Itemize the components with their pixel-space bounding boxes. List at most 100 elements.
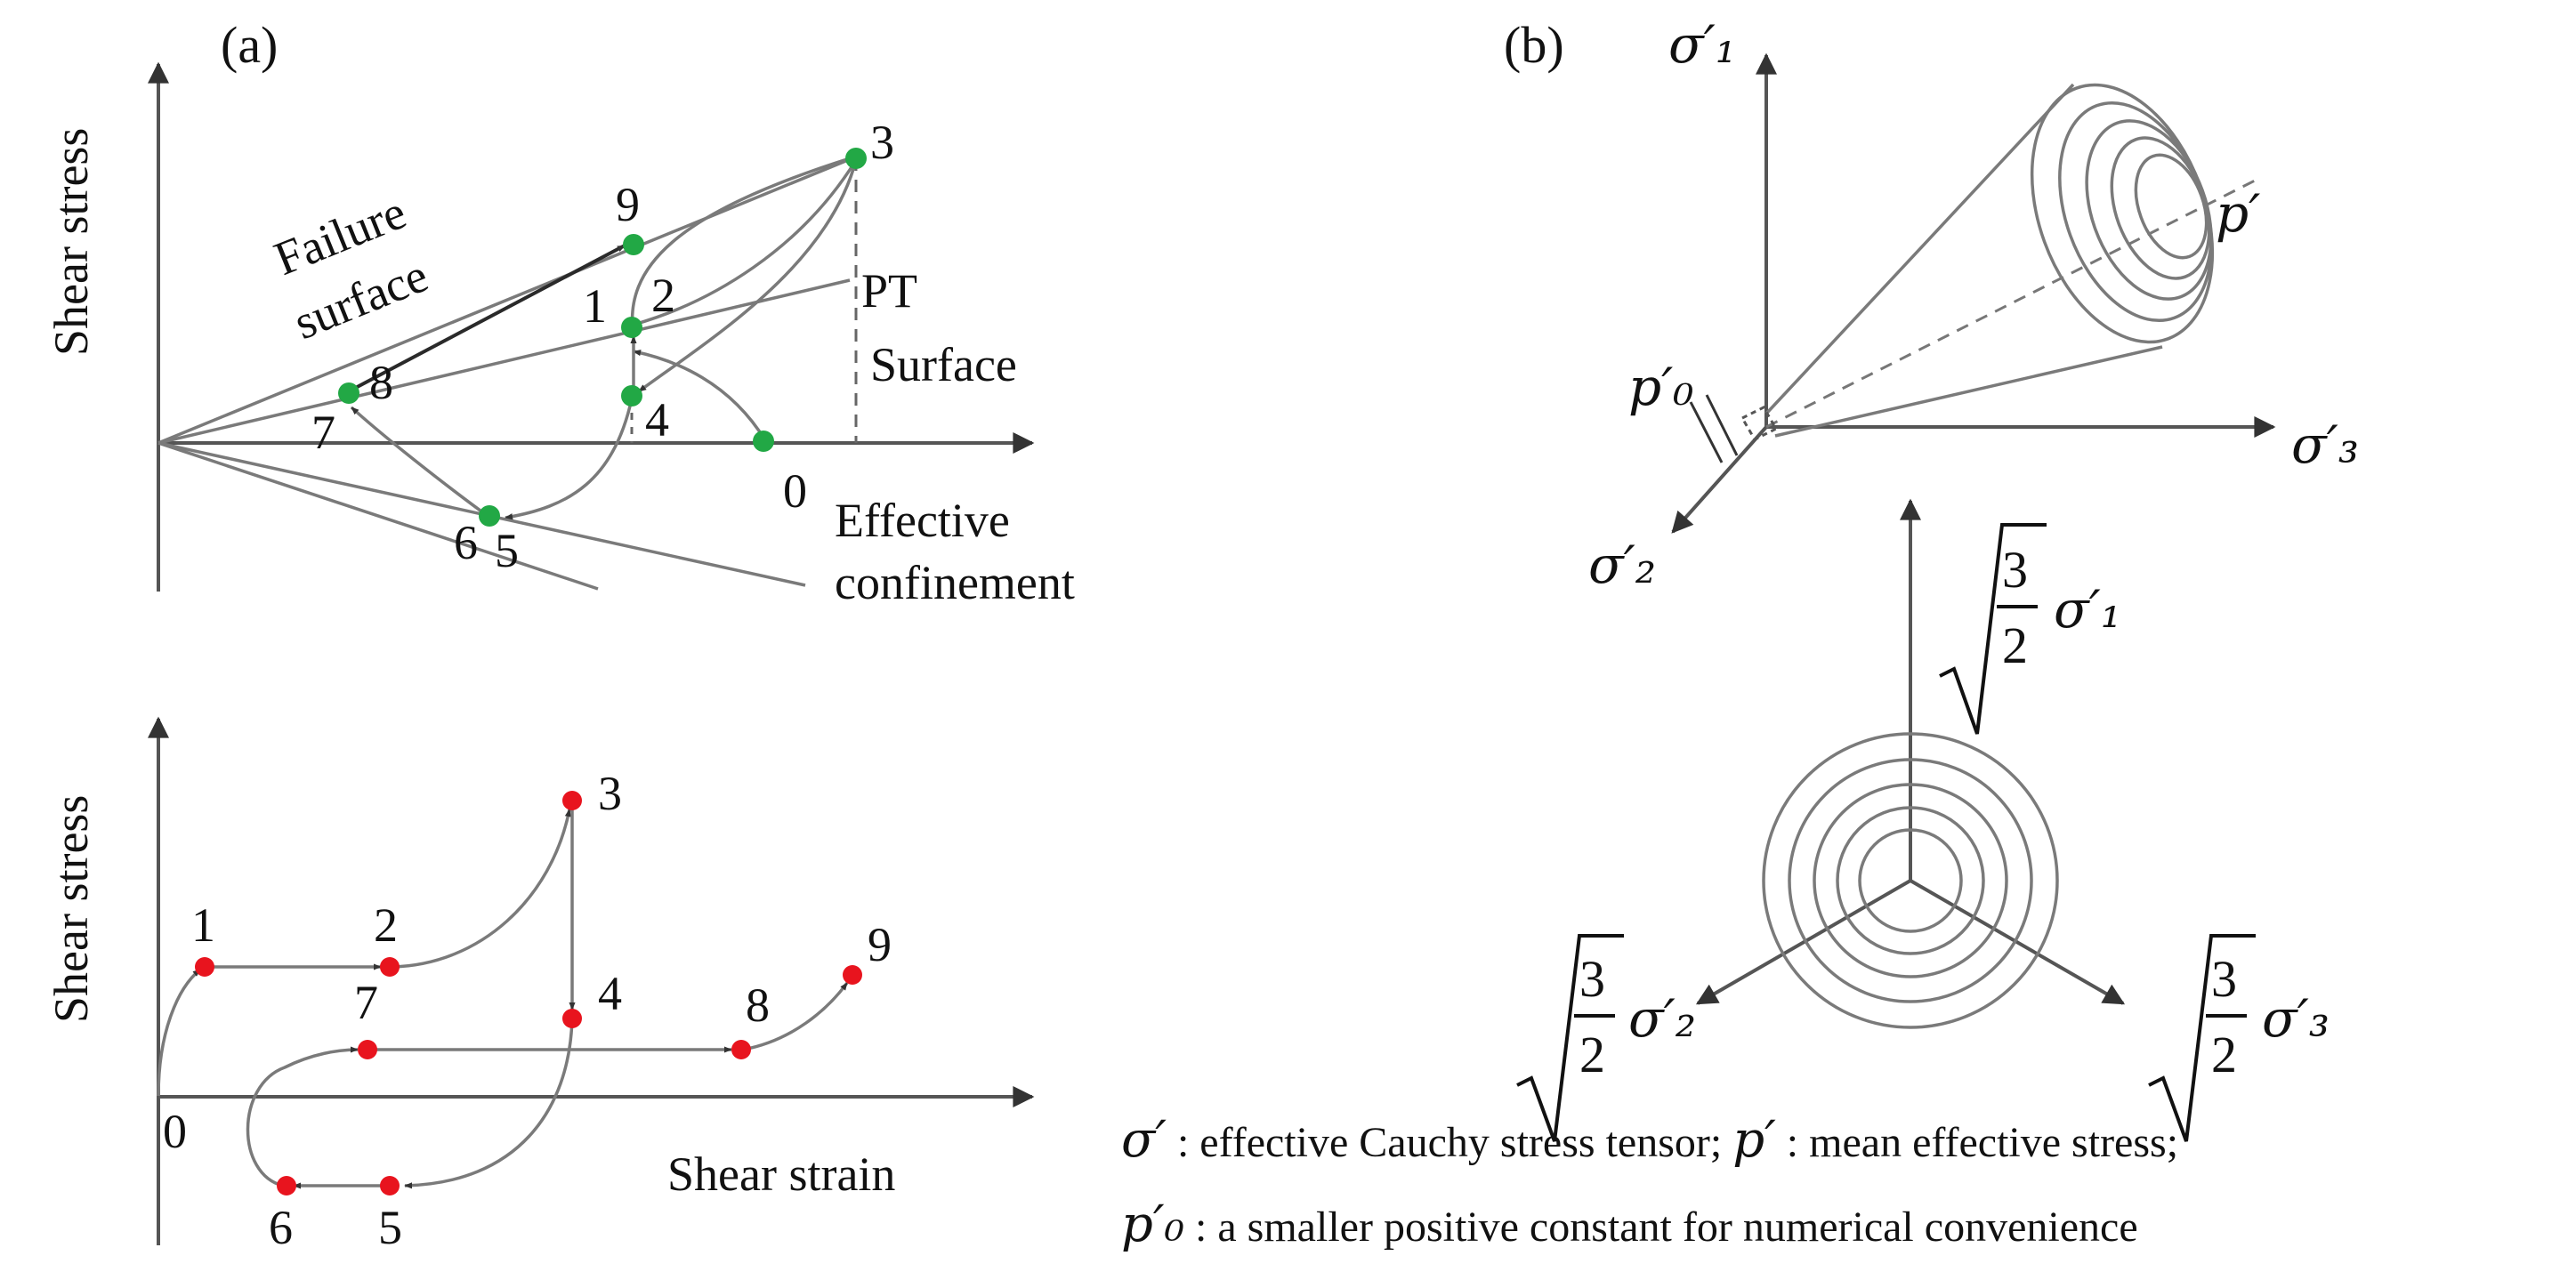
legend: σ′ : effective Cauchy stress tensor; p′ … (1121, 1111, 2178, 1253)
sqrt-sign-1 (1939, 523, 2047, 735)
stress-path-label-0: 0 (783, 464, 807, 518)
stress-path-label-3: 3 (870, 116, 894, 169)
stress-path-label-5: 5 (495, 524, 519, 577)
ss-label-6: 6 (269, 1201, 293, 1254)
pt-surface-label: Surface (870, 338, 1017, 391)
principal-stress-space: (b) σ′₁ σ′₃ σ′₂ p′ p′₀ (1504, 14, 2359, 595)
ss-label-7: 7 (354, 976, 378, 1029)
stress-path-points (338, 148, 867, 527)
dev-sigma2-symbol: σ′₂ (1628, 988, 1696, 1049)
ss-point-8 (731, 1040, 751, 1059)
dev-circle-4 (1836, 806, 1985, 955)
sqrt-sign-3 (2148, 934, 2256, 1142)
dev-sigma3-axis (1909, 879, 2126, 1005)
deviatoric-plane: 3 2 σ′₁ 3 2 σ′₂ 3 2 σ′₃ (1516, 498, 2330, 1142)
legend-sigma-symbol: σ′ (1121, 1111, 1167, 1169)
point-3 (845, 148, 867, 169)
legend-line-2: p′₀ : a smaller positive constant for nu… (1121, 1195, 2138, 1253)
stress-path-label-8: 8 (369, 356, 393, 409)
ss-point-9 (843, 965, 862, 985)
dev-circle-2 (1788, 758, 2033, 1003)
path-4-5 (505, 398, 634, 520)
apex-box (1740, 406, 1779, 441)
ss-path-4-5 (404, 1018, 574, 1189)
dev-sigma2-label: 3 2 σ′₂ (1516, 934, 1696, 1142)
path-2-3-left (630, 157, 851, 337)
cone-section-5 (2134, 153, 2209, 260)
sigma3-axis-label: σ′₃ (2291, 415, 2359, 475)
dev-sigma2-axis (1695, 879, 1912, 1005)
stress-path-label-7: 7 (311, 406, 335, 459)
ss-path-6-7 (246, 1046, 359, 1187)
point-9 (623, 234, 644, 255)
point-2 (621, 317, 642, 338)
legend-p-text: : mean effective stress; (1787, 1119, 2178, 1166)
ss-label-1: 1 (191, 898, 215, 952)
panel-b-label: (b) (1504, 16, 1564, 74)
ss-path-0-1 (157, 968, 202, 1097)
dev-sigma1-symbol: σ′₁ (2054, 579, 2121, 640)
dev-sigma1-num: 3 (2002, 541, 2028, 599)
ss-label-9: 9 (868, 918, 892, 971)
ss-point-3 (562, 791, 582, 810)
stress-path-label-1: 1 (583, 279, 607, 333)
dev-circle-5 (1858, 828, 1963, 933)
dev-sigma3-symbol: σ′₃ (2262, 988, 2330, 1049)
failure-surface-upper (157, 154, 860, 445)
effective-label: Effective (835, 494, 1010, 547)
sigma1-axis-label: σ′₁ (1668, 14, 1736, 75)
path-6-7 (350, 406, 489, 518)
point-0 (753, 431, 774, 452)
stress-strain-x-label: Shear strain (667, 1147, 895, 1201)
dev-circle-3 (1813, 783, 2008, 978)
stress-strain-y-label: Shear stress (44, 795, 98, 1023)
ss-point-6 (277, 1176, 296, 1195)
stress-strain-points (195, 791, 862, 1195)
stress-path-label-6: 6 (454, 516, 478, 569)
legend-p0-text: : a smaller positive constant for numeri… (1195, 1203, 2138, 1251)
sigma2-axis (1671, 425, 1768, 534)
hydrostatic-axis (1765, 176, 2261, 429)
stress-path-plot: (a) Shear stress Effective confinement F… (44, 16, 1075, 609)
dev-sigma1-label: 3 2 σ′₁ (1939, 523, 2121, 735)
stress-path-label-9: 9 (616, 178, 640, 231)
p0-bracket-inner (1705, 394, 1739, 456)
ss-label-0: 0 (163, 1105, 187, 1158)
point-8 (338, 382, 359, 404)
stress-path-label-4: 4 (645, 393, 669, 447)
ss-label-4: 4 (598, 967, 622, 1020)
cone-edge-top (1764, 83, 2075, 415)
cone-sections (2030, 83, 2215, 344)
ss-label-8: 8 (746, 978, 770, 1032)
ss-point-2 (380, 957, 400, 977)
dev-circles (1762, 732, 2059, 1029)
stress-path-label-2: 2 (651, 269, 675, 322)
sigma2-axis-label: σ′₂ (1588, 535, 1656, 595)
legend-line-1: σ′ : effective Cauchy stress tensor; p′ … (1121, 1111, 2178, 1169)
legend-sigma-text: : effective Cauchy stress tensor; (1177, 1119, 1732, 1166)
dev-sigma2-num: 3 (1579, 950, 1605, 1008)
ss-label-2: 2 (374, 898, 398, 952)
p0-bracket-outer (1689, 401, 1724, 463)
failure-surface-lower (157, 441, 599, 591)
ss-label-3: 3 (598, 767, 622, 820)
cone-section-4 (2110, 136, 2211, 280)
panel-a-label: (a) (221, 16, 278, 74)
stress-strain-plot: Shear stress Shear strain 0 1 2 3 4 5 6 … (44, 716, 1035, 1254)
stress-path-y-label: Shear stress (44, 128, 98, 356)
confinement-label: confinement (835, 556, 1075, 609)
dev-circle-1 (1762, 732, 2059, 1029)
ss-point-5 (380, 1176, 400, 1195)
dev-sigma3-den: 2 (2211, 1026, 2237, 1083)
ss-point-4 (562, 1009, 582, 1028)
sqrt-sign-2 (1516, 934, 1624, 1142)
ss-path-8-9 (742, 981, 849, 1051)
legend-p0-symbol: p′₀ (1121, 1195, 1184, 1253)
pt-surface-upper (157, 278, 851, 445)
p-axis-label: p′ (2216, 183, 2260, 244)
p0-label: p′₀ (1628, 357, 1694, 417)
path-8-9 (348, 244, 626, 393)
dev-sigma2-den: 2 (1579, 1026, 1605, 1083)
point-5-6 (479, 505, 500, 527)
